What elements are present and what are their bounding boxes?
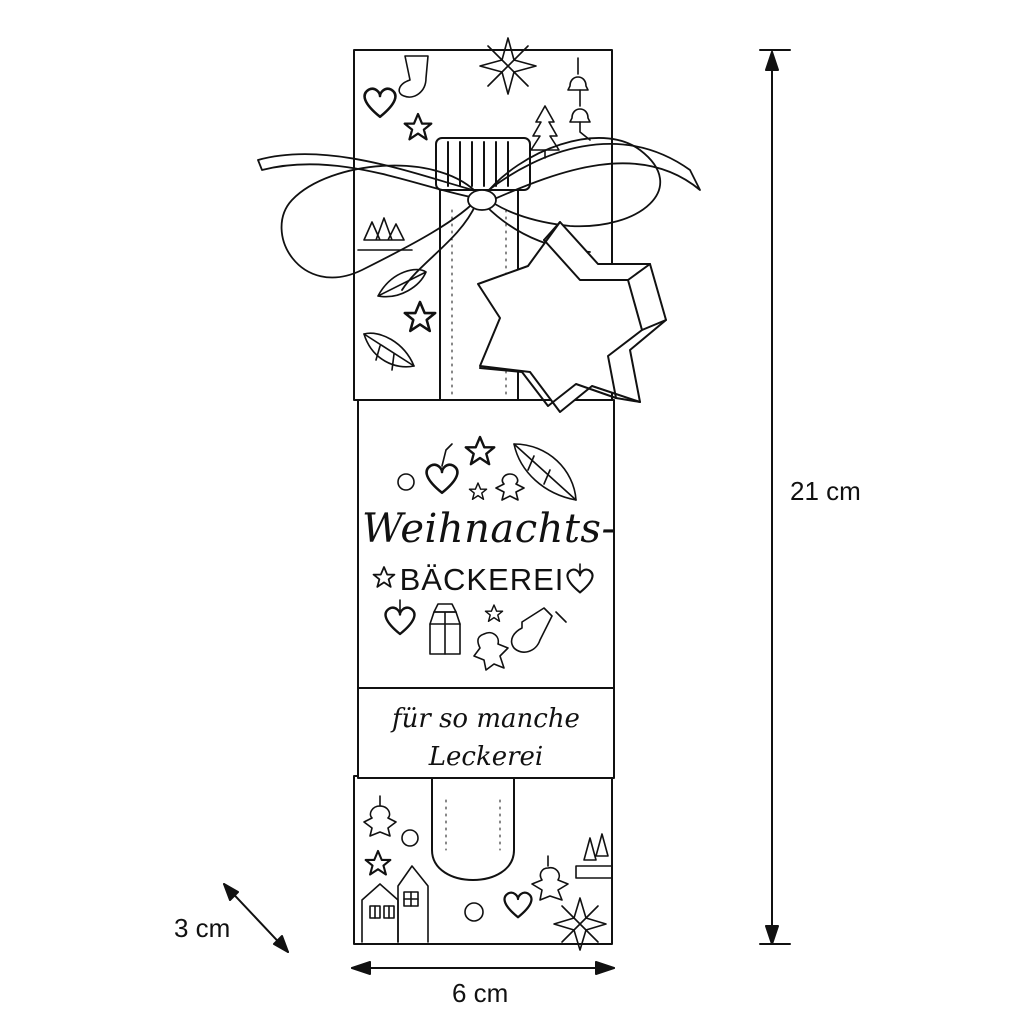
depth-label: 3 cm (174, 913, 231, 943)
title-line1: Weihnachts- (362, 506, 616, 552)
leaf-icon (377, 268, 427, 298)
sleeve-decorations (372, 435, 594, 671)
stocking-icon (510, 607, 553, 653)
fir-tree-icon (575, 833, 613, 879)
leaf-icon (363, 332, 415, 371)
width-dimension-line (351, 961, 615, 975)
snowflake-star-icon (479, 37, 537, 95)
lower-card-decorations (361, 795, 613, 951)
tube-bottom (431, 777, 515, 881)
ornament-icon (397, 473, 415, 491)
gingerbread-man-icon (473, 631, 509, 671)
leaf-icon (513, 443, 577, 501)
fir-tree-icon (357, 217, 413, 251)
depth-dimension-line (223, 883, 289, 953)
lantern-icon (429, 603, 461, 655)
star-cookie-cutter-icon (477, 221, 667, 413)
bell-icon (567, 57, 591, 141)
stocking-icon (398, 55, 429, 98)
ornament-icon (441, 443, 453, 467)
height-label: 21 cm (790, 476, 861, 506)
gingerbread-man-icon (363, 805, 397, 837)
sleeve-band (357, 687, 615, 779)
ribbon-bow-icon (257, 137, 701, 291)
sleeve-tagline-line1: für so manche (392, 704, 580, 734)
house-icon (361, 865, 429, 943)
snowflake-star-icon (553, 897, 607, 951)
sleeve-tagline-line2: Leckerei (428, 742, 544, 772)
title-line2: BÄCKEREI (399, 562, 565, 597)
width-label: 6 cm (452, 978, 509, 1008)
gingerbread-man-icon (531, 866, 569, 901)
gingerbread-man-icon (495, 473, 525, 501)
height-dimension-line (759, 49, 791, 945)
